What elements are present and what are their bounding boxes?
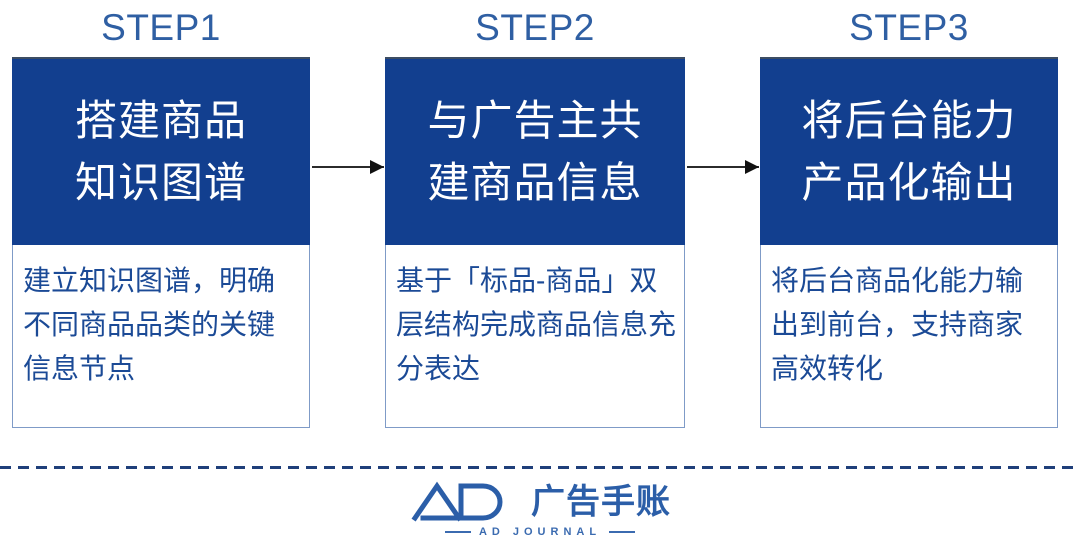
footer-logo: 广告手账 AD JOURNAL [0,480,1080,551]
step-card-header-2: 与广告主共 建商品信息 [385,57,685,245]
arrow-head-icon [370,160,384,174]
step-title-line: 知识图谱 [74,159,247,206]
step-card-body-3: 将后台商品化能力输出到前台，支持商家高效转化 [760,245,1058,428]
step-card-header-3: 将后台能力 产品化输出 [760,57,1058,245]
logo-chinese-text: 广告手账 [531,483,671,521]
arrow-shaft [687,166,759,168]
step-card-body-1: 建立知识图谱，明确不同商品品类的关键信息节点 [12,245,310,428]
arrow-connector-1 [312,160,384,174]
dashed-divider [0,466,1080,469]
step-title-line: 将后台能力 [801,97,1017,144]
arrow-connector-2 [687,160,759,174]
step-title-line: 搭建商品 [74,97,247,144]
step-card-header-1: 搭建商品 知识图谱 [12,57,310,245]
step-label-2: STEP2 [475,7,595,48]
logo-subtitle-text: AD JOURNAL [478,526,602,538]
step-body-text: 将后台商品化能力输出到前台，支持商家高效转化 [771,265,1024,384]
step-body-text: 基于「标品-商品」双层结构完成商品信息充分表达 [396,265,677,384]
step-card-1[interactable]: STEP1 搭建商品 知识图谱 建立知识图谱，明确不同商品品类的关键信息节点 [12,7,310,428]
step-title-line: 产品化输出 [801,159,1017,206]
step-title-line: 建商品信息 [427,159,643,206]
step-card-2[interactable]: STEP2 与广告主共 建商品信息 基于「标品-商品」双层结构完成商品信息充分表… [385,7,685,428]
step-card-3[interactable]: STEP3 将后台能力 产品化输出 将后台商品化能力输出到前台，支持商家高效转化 [760,7,1058,428]
arrow-shaft [312,166,384,168]
step-label-3: STEP3 [849,7,969,48]
logo-rule-right [609,531,636,533]
step-title-line: 与广告主共 [427,97,643,144]
step-label-1: STEP1 [101,7,221,48]
steps-row: STEP1 搭建商品 知识图谱 建立知识图谱，明确不同商品品类的关键信息节点 S… [12,7,1058,428]
step-body-text: 建立知识图谱，明确不同商品品类的关键信息节点 [23,265,276,384]
logo-rule-left [444,531,471,533]
logo-subtitle: AD JOURNAL [444,526,636,538]
arrow-head-icon [745,160,759,174]
ad-monogram-icon [411,481,503,522]
logo-row: 广告手账 [409,480,671,524]
step-card-body-2: 基于「标品-商品」双层结构完成商品信息充分表达 [385,245,685,428]
